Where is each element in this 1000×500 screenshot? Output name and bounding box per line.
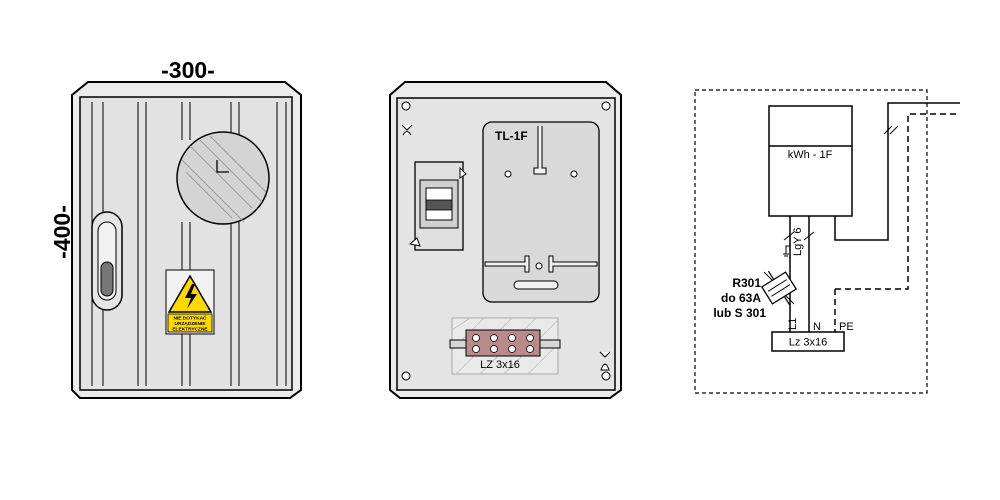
lightning-bolt-icon <box>185 284 197 309</box>
seal-wire-icon <box>401 124 413 136</box>
panel-label: TL-1F <box>495 129 528 143</box>
terminal-pe-label: PE <box>839 321 854 333</box>
schematic-terminal-block: Lz 3x16 <box>771 331 845 352</box>
interior-view: TL-1F LZ 3x16 <box>389 81 622 399</box>
enclosure-boundary <box>694 89 928 394</box>
warning-text-line1: NIE DOTYKAĆ <box>173 314 207 322</box>
screw-icon <box>401 371 411 381</box>
breaker-label-line1: R301 <box>732 276 761 290</box>
terminal-block: LZ 3x16 <box>449 317 561 375</box>
meter-symbol: kWh - 1F <box>768 105 853 217</box>
warning-text-line2: URZĄDZENIE <box>175 321 207 327</box>
terminal-block-label: LZ 3x16 <box>480 359 520 371</box>
cable-tick-icon <box>783 231 815 241</box>
ground-symbol-icon <box>783 245 790 257</box>
screw-icon <box>601 371 611 381</box>
protective-earth-line <box>835 113 960 290</box>
breaker-symbol <box>760 270 798 306</box>
cable-tick-icon <box>883 125 899 135</box>
terminal-n-label: N <box>813 321 821 333</box>
front-view: -300- -400- <box>49 57 302 399</box>
door-handle <box>91 211 123 311</box>
cable-label: LgY 6 <box>792 227 804 256</box>
terminal-l1-label: L1 <box>787 318 799 330</box>
meter-window <box>176 131 270 225</box>
width-dimension-label: -300- <box>161 57 215 83</box>
warning-text-line3: ELEKTRYCZNE <box>172 327 208 333</box>
wiring-schematic: kWh - 1F LgY 6 R301 do 63A lub S 301 L1 … <box>694 89 960 394</box>
terminal-screws <box>465 329 541 357</box>
schematic-terminal-label: Lz 3x16 <box>789 337 828 349</box>
breaker-label-line2: do 63A <box>721 291 761 305</box>
breaker-module <box>408 161 467 251</box>
meter-mounting-plate: TL-1F <box>482 121 600 303</box>
seal-wire-icon <box>599 351 611 371</box>
height-dimension-label: -400- <box>49 205 75 259</box>
screw-icon <box>401 101 411 111</box>
meter-label: kWh - 1F <box>788 149 833 161</box>
screw-icon <box>601 101 611 111</box>
supply-line <box>834 102 960 241</box>
breaker-label-line3: lub S 301 <box>713 306 766 320</box>
warning-sign: NIE DOTYKAĆ URZĄDZENIE ELEKTRYCZNE <box>165 269 215 335</box>
